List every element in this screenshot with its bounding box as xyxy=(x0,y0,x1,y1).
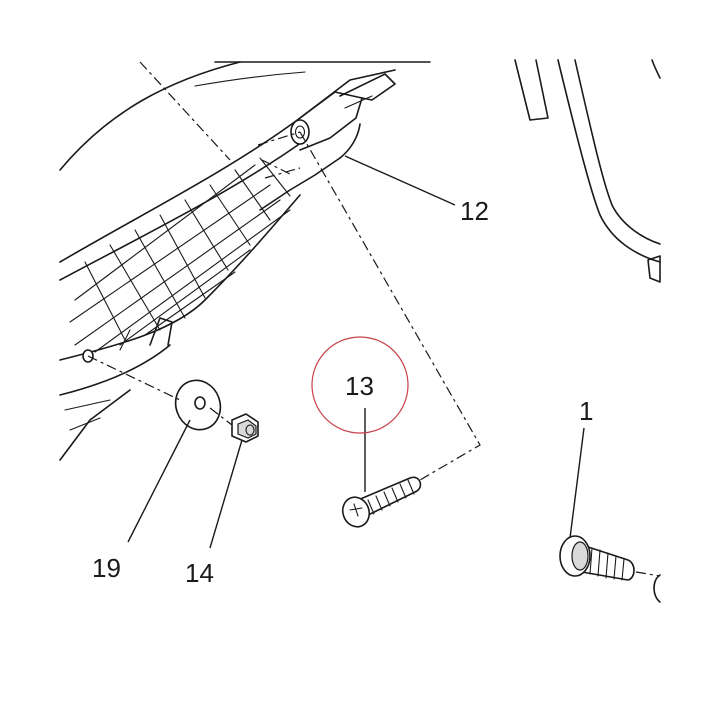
leader-lines xyxy=(127,155,585,549)
washer-19 xyxy=(174,379,222,431)
callout-labels: 12 13 1 19 14 xyxy=(92,196,593,588)
highlight-circle xyxy=(311,336,409,434)
callout-1: 1 xyxy=(579,396,593,426)
nut-14 xyxy=(231,413,259,443)
fairing-panel xyxy=(59,61,431,461)
callout-13: 13 xyxy=(345,371,374,401)
screw-13 xyxy=(341,476,422,528)
screw-1 xyxy=(559,535,661,603)
callout-12: 12 xyxy=(460,196,489,226)
assembly-lines xyxy=(87,61,481,481)
callout-14: 14 xyxy=(185,558,214,588)
callout-19: 19 xyxy=(92,553,121,583)
grille-mesh xyxy=(69,157,291,353)
frame-tubes xyxy=(514,59,661,283)
